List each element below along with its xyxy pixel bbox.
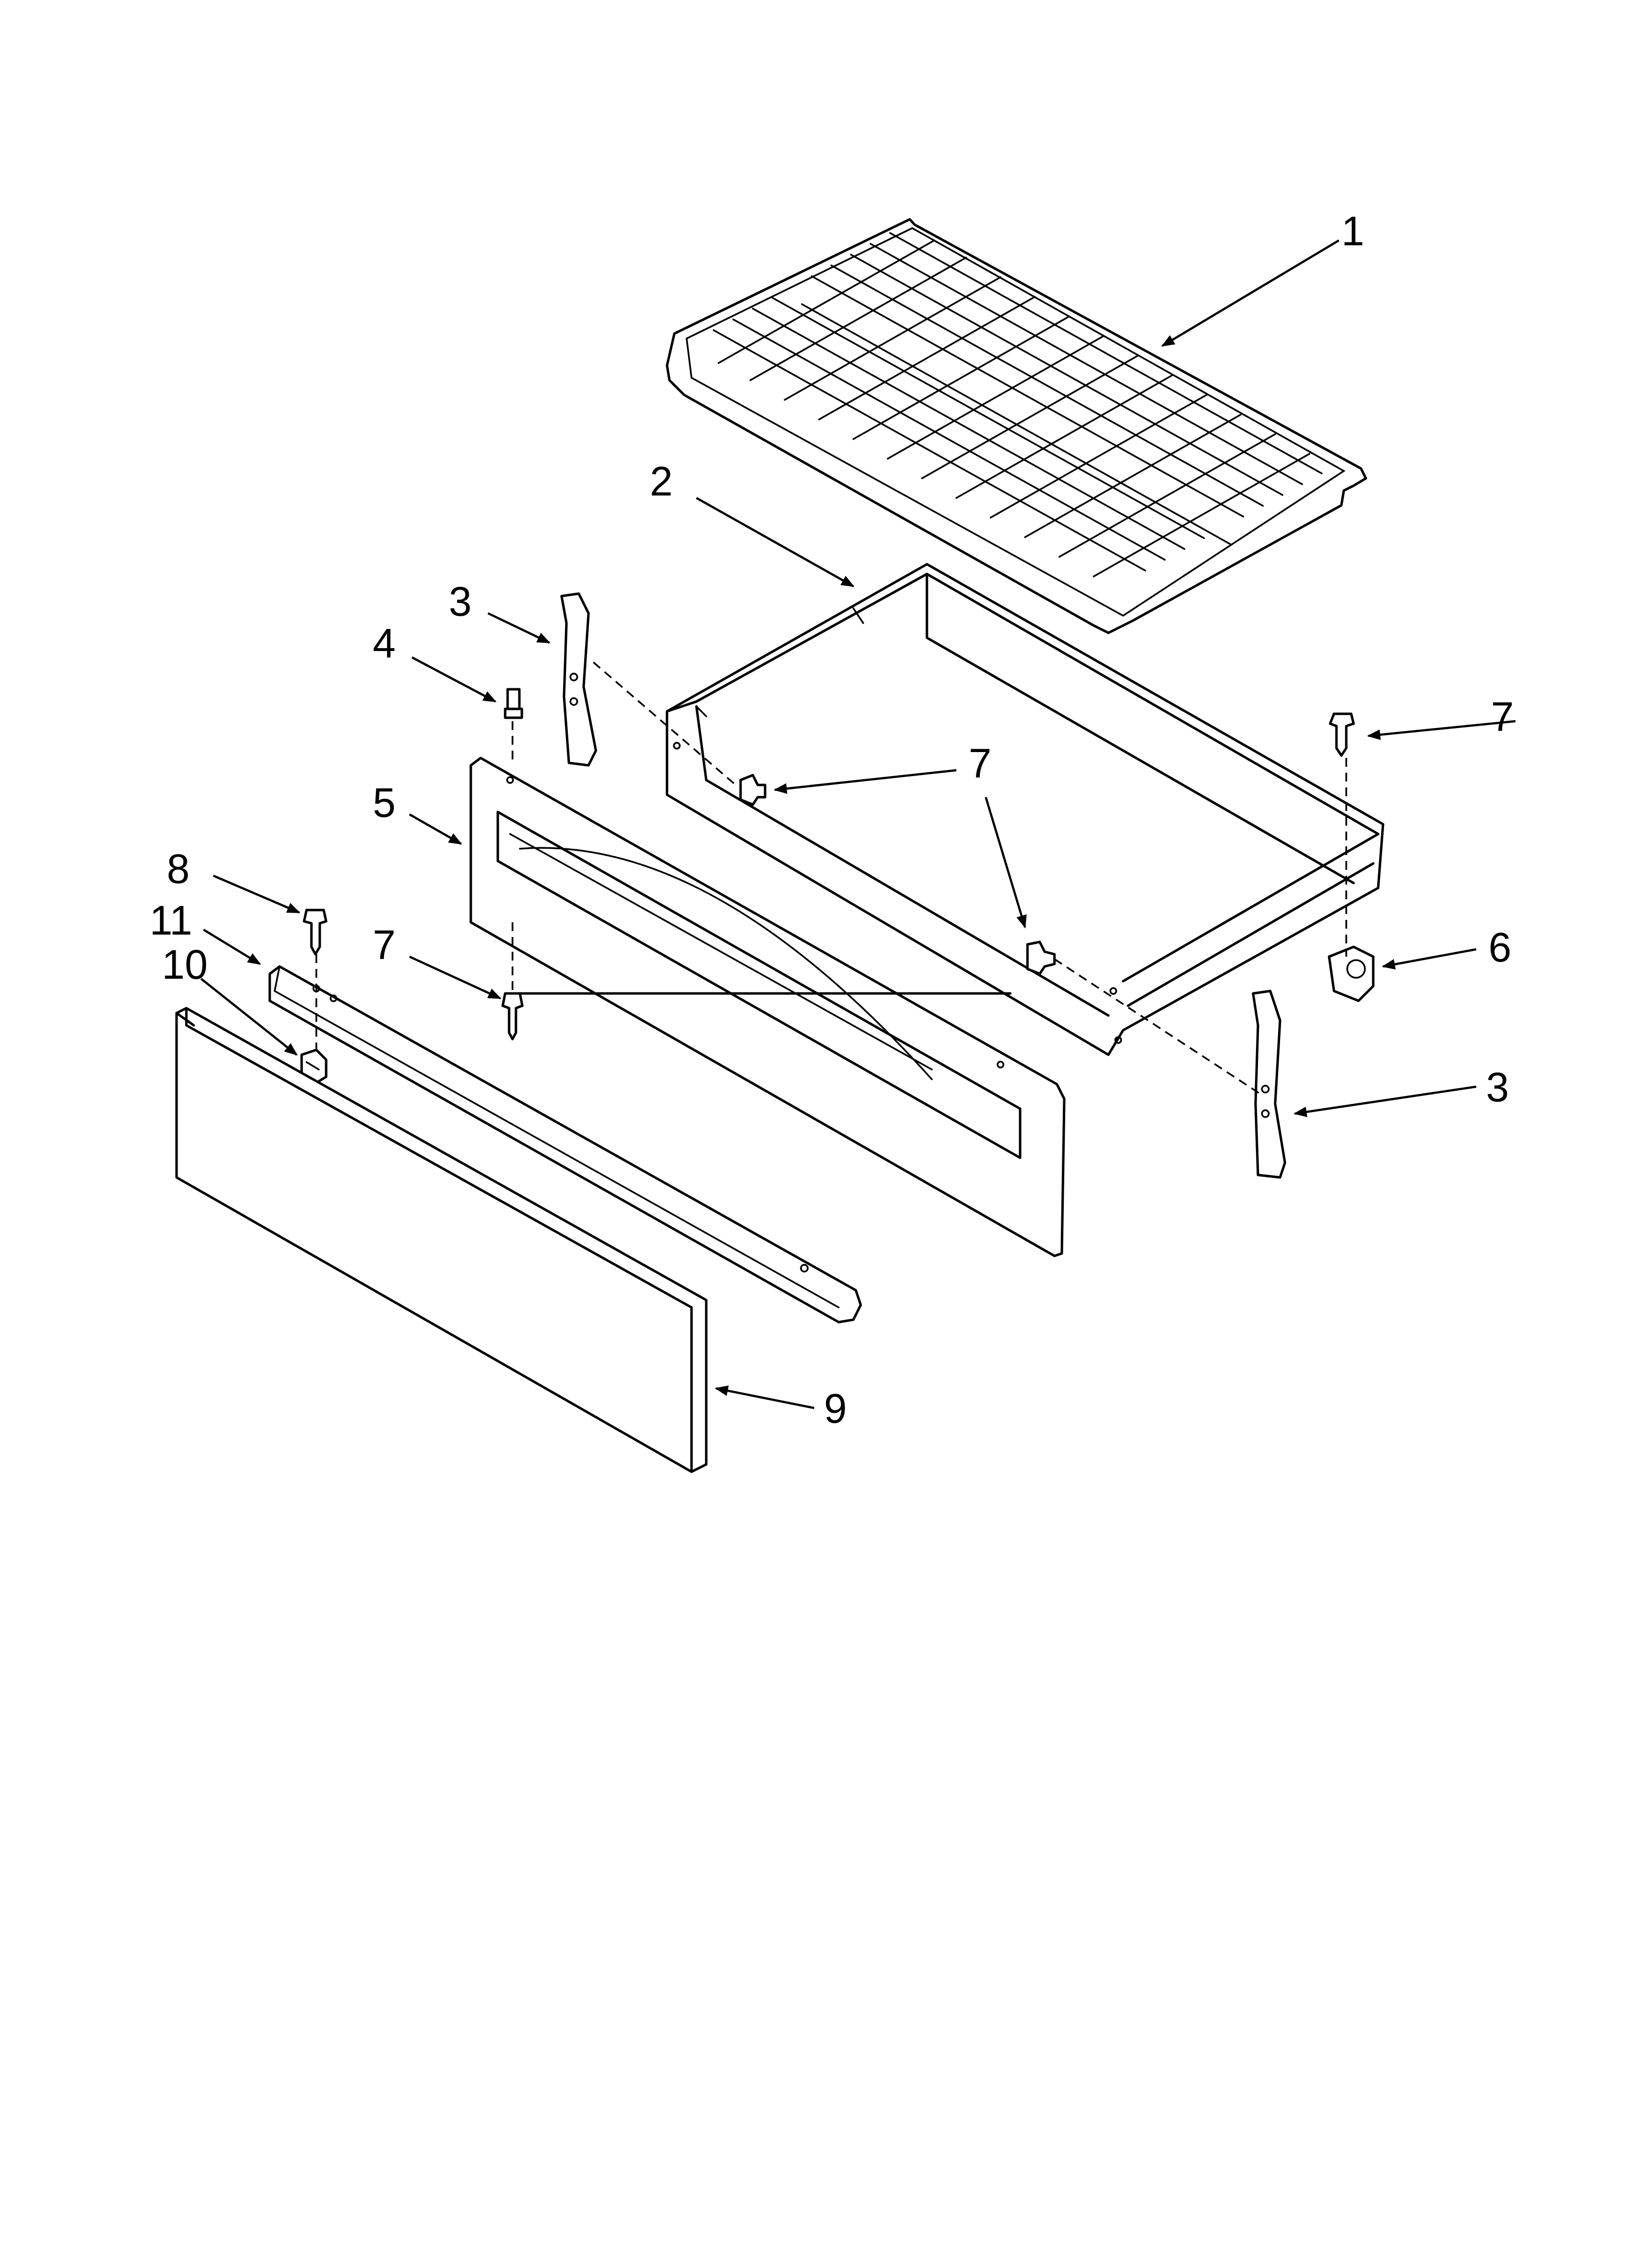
leader-7b [773,769,957,794]
leader-7b2 [984,797,1027,929]
leader-10 [715,1385,815,1409]
part-screw-upper [303,909,328,956]
leader-9 [200,978,298,1056]
callout-3-upper: 3 [449,578,472,625]
leader-6 [1382,948,1477,970]
part-screw-b [1026,940,1056,975]
callout-7-right: 7 [1491,694,1514,740]
callout-1: 1 [1341,208,1364,254]
callout-9: 10 [162,941,207,988]
callout-labels: 1 2 3 3 4 5 6 7 7 7 8 10 9 11 [150,208,1514,1432]
part-slide-left [560,592,597,767]
part-slide-right [1252,990,1286,1179]
callout-8: 8 [167,846,190,892]
part-trim-bar [268,965,862,1324]
part-lower-panel [175,1007,708,1473]
leader-5 [409,813,462,845]
callout-7-left: 7 [373,922,396,968]
leader-4 [411,656,497,703]
callout-2: 2 [650,458,673,504]
callout-11: 11 [150,897,192,943]
part-drawer-front-panel [469,756,1066,1257]
leader-2 [695,497,855,587]
callout-6: 6 [1488,924,1512,970]
leader-8 [213,874,301,914]
leader-7a [1367,720,1516,740]
part-clip [1328,945,1375,1002]
callout-3-lower: 3 [1486,1064,1509,1110]
part-stud [504,688,523,719]
callout-5: 5 [373,780,396,826]
part-screw-d [501,992,1012,1041]
callout-4: 4 [373,620,396,666]
part-screw-a [739,774,767,806]
leader-lines [200,239,1516,1409]
leader-7c [409,955,502,1000]
callout-10: 9 [824,1385,847,1432]
part-drawer-tub [666,563,1385,1056]
assembly-lines [315,661,1347,1095]
leader-3b [1293,1085,1477,1118]
leader-1 [1161,239,1340,347]
leader-11 [203,929,261,965]
part-screw-c [1329,712,1355,757]
callout-7-center: 7 [969,740,992,786]
part-oven-rack [666,218,1367,634]
leader-3a [487,612,551,644]
